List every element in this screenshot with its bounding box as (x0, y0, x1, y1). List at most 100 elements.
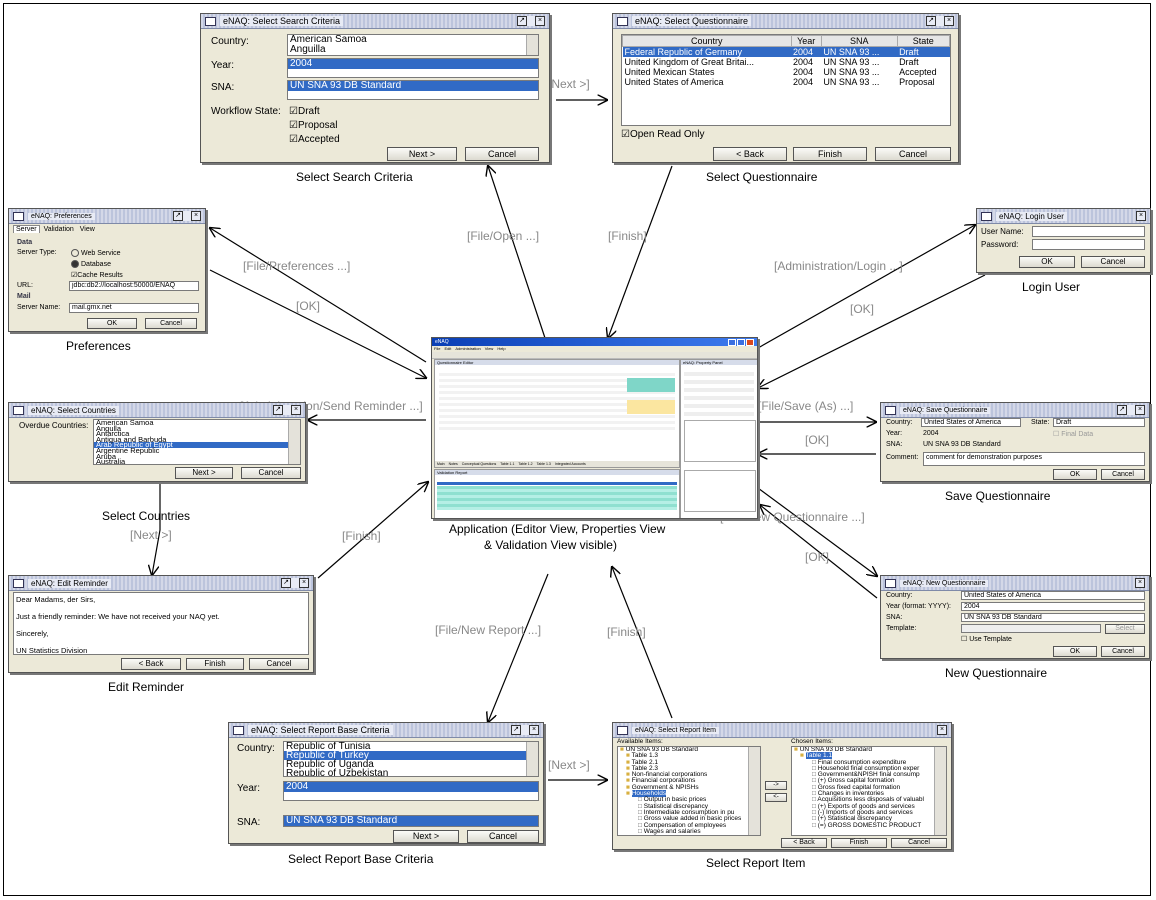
finish-button[interactable]: Finish (186, 658, 244, 670)
tab-integrated-accounts[interactable]: Integrated Accounts (554, 462, 586, 466)
reminder-text-area[interactable]: Dear Madams, der Sirs, Just a friendly r… (13, 592, 309, 655)
finish-button[interactable]: Finish (831, 838, 887, 848)
tab-view[interactable]: View (79, 226, 95, 233)
maximize-icon[interactable]: ↗ (926, 16, 936, 26)
tree-item[interactable]: □ Acquisitions less disposals of valuabl (792, 797, 946, 804)
tab-table-1-2[interactable]: Table 1.2 (518, 462, 533, 466)
web-service-radio[interactable]: Web Service (71, 249, 121, 257)
cancel-button[interactable]: Cancel (467, 830, 539, 843)
final-data-checkbox[interactable]: ☐ Final Data (1053, 431, 1094, 438)
cache-results-checkbox[interactable]: Cache Results (71, 271, 123, 279)
tree-item[interactable]: □ Output in basic prices (618, 797, 760, 804)
list-item[interactable]: Republic of Uzbekistan (286, 768, 389, 777)
sna-select[interactable]: UN SNA 93 DB Standard (961, 613, 1145, 622)
list-item[interactable]: Republic of Tunisia (286, 741, 371, 752)
open-read-only-checkbox[interactable]: Open Read Only (621, 129, 705, 140)
scrollbar[interactable] (526, 35, 538, 55)
column-header[interactable]: State (896, 35, 950, 47)
year-list[interactable]: 2004 (283, 781, 539, 801)
next-button[interactable]: Next > (387, 147, 457, 161)
sna-list[interactable]: UN SNA 93 DB Standard (283, 815, 539, 827)
close-icon[interactable]: × (529, 725, 539, 735)
tree-item[interactable]: ■ Table 2.1 (618, 759, 760, 766)
maximize-icon[interactable]: ↗ (281, 578, 291, 588)
ok-button[interactable]: OK (1053, 469, 1097, 480)
select-button[interactable]: Select (1105, 624, 1145, 634)
close-icon[interactable]: × (535, 16, 545, 26)
menu-administration[interactable]: Administration (455, 346, 481, 351)
list-item[interactable]: Argentine Republic (96, 445, 160, 455)
maximize-icon[interactable]: ↗ (511, 725, 521, 735)
list-item[interactable]: Antigua and Barbuda (96, 434, 167, 444)
tree-item[interactable]: □ Statistical discrepancy (618, 803, 760, 810)
country-select[interactable]: United States of America (961, 591, 1145, 600)
properties-view[interactable]: eNAQ: Property Panel (680, 359, 757, 518)
back-button[interactable]: < Back (713, 147, 787, 161)
close-icon[interactable]: × (1136, 211, 1146, 221)
tree-item[interactable]: □ Gross fixed capital formation (792, 784, 946, 791)
menu-edit[interactable]: Edit (444, 346, 452, 351)
tree-item[interactable]: □ Gross value added in basic prices (618, 816, 760, 823)
template-field[interactable] (961, 624, 1101, 633)
list-item[interactable]: Republic of Turkey (284, 751, 538, 761)
editor-view[interactable]: Questionnaire Editor Main Notes Conceptu… (434, 359, 680, 468)
tree-item[interactable]: □ Changes in inventories (792, 790, 946, 797)
tree-item[interactable]: □ Final consumption expenditure (792, 759, 946, 766)
list-item[interactable]: 2004 (288, 59, 538, 69)
tab-notes[interactable]: Notes (448, 462, 458, 466)
tree-item[interactable]: □ Wages and salaries (618, 828, 760, 835)
accepted-checkbox[interactable]: Accepted (289, 134, 340, 145)
cancel-button[interactable]: Cancel (1101, 469, 1145, 480)
tree-item[interactable]: ■ Households (618, 790, 760, 798)
minimize-icon[interactable] (728, 338, 736, 346)
comment-field[interactable]: comment for demonstration purposes (923, 452, 1145, 466)
list-item[interactable]: Aruba (96, 451, 117, 461)
add-item-button[interactable]: -> (765, 781, 787, 790)
menu-file[interactable]: File (434, 346, 441, 351)
close-icon[interactable]: × (299, 578, 309, 588)
finish-button[interactable]: Finish (793, 147, 867, 161)
scrollbar[interactable] (748, 747, 760, 835)
tree-item[interactable]: □ (=) GROSS DOMESTIC PRODUCT (792, 822, 946, 829)
next-button[interactable]: Next > (175, 467, 233, 479)
validation-selected-row[interactable] (437, 482, 677, 485)
back-button[interactable]: < Back (781, 838, 827, 848)
scrollbar[interactable] (934, 747, 946, 835)
next-button[interactable]: Next > (393, 830, 459, 843)
tree-item[interactable]: ■ UN SNA 93 DB Standard (792, 747, 946, 753)
list-item[interactable]: Anguilla (290, 44, 326, 55)
tree-item[interactable]: □ Intermediate consumption in pu (618, 809, 760, 816)
ok-button[interactable]: OK (87, 318, 137, 329)
tree-item[interactable]: ■ Financial corporations (618, 778, 760, 785)
cancel-button[interactable]: Cancel (875, 147, 951, 161)
list-item[interactable]: 2004 (284, 782, 538, 792)
tree-item[interactable]: □ (-) Imports of goods and services (792, 809, 946, 816)
ok-button[interactable]: OK (1019, 256, 1075, 268)
close-icon[interactable] (746, 338, 754, 346)
back-button[interactable]: < Back (121, 658, 181, 670)
tab-validation[interactable]: Validation (43, 226, 74, 233)
close-icon[interactable]: × (191, 211, 201, 221)
close-icon[interactable]: × (1135, 578, 1145, 588)
scrollbar[interactable] (526, 742, 538, 776)
menu-view[interactable]: View (484, 346, 494, 351)
cancel-button[interactable]: Cancel (249, 658, 309, 670)
tab-table-1-3[interactable]: Table 1.3 (536, 462, 551, 466)
tree-item[interactable]: ■ Non-financial corporations (618, 771, 760, 778)
maximize-icon[interactable]: ↗ (517, 16, 527, 26)
year-field[interactable]: 2004 (961, 602, 1145, 611)
list-item[interactable]: Antarctica (96, 429, 130, 439)
cancel-button[interactable]: Cancel (1101, 646, 1145, 657)
maximize-icon[interactable]: ↗ (273, 405, 283, 415)
close-icon[interactable]: × (291, 405, 301, 415)
cancel-button[interactable]: Cancel (891, 838, 947, 848)
url-field[interactable]: jdbc:db2://localhost:50000/ENAQ (69, 281, 199, 291)
year-list[interactable]: 2004 (287, 58, 539, 78)
list-item[interactable]: Angulla (96, 423, 122, 433)
state-select[interactable]: Draft (1053, 418, 1145, 427)
